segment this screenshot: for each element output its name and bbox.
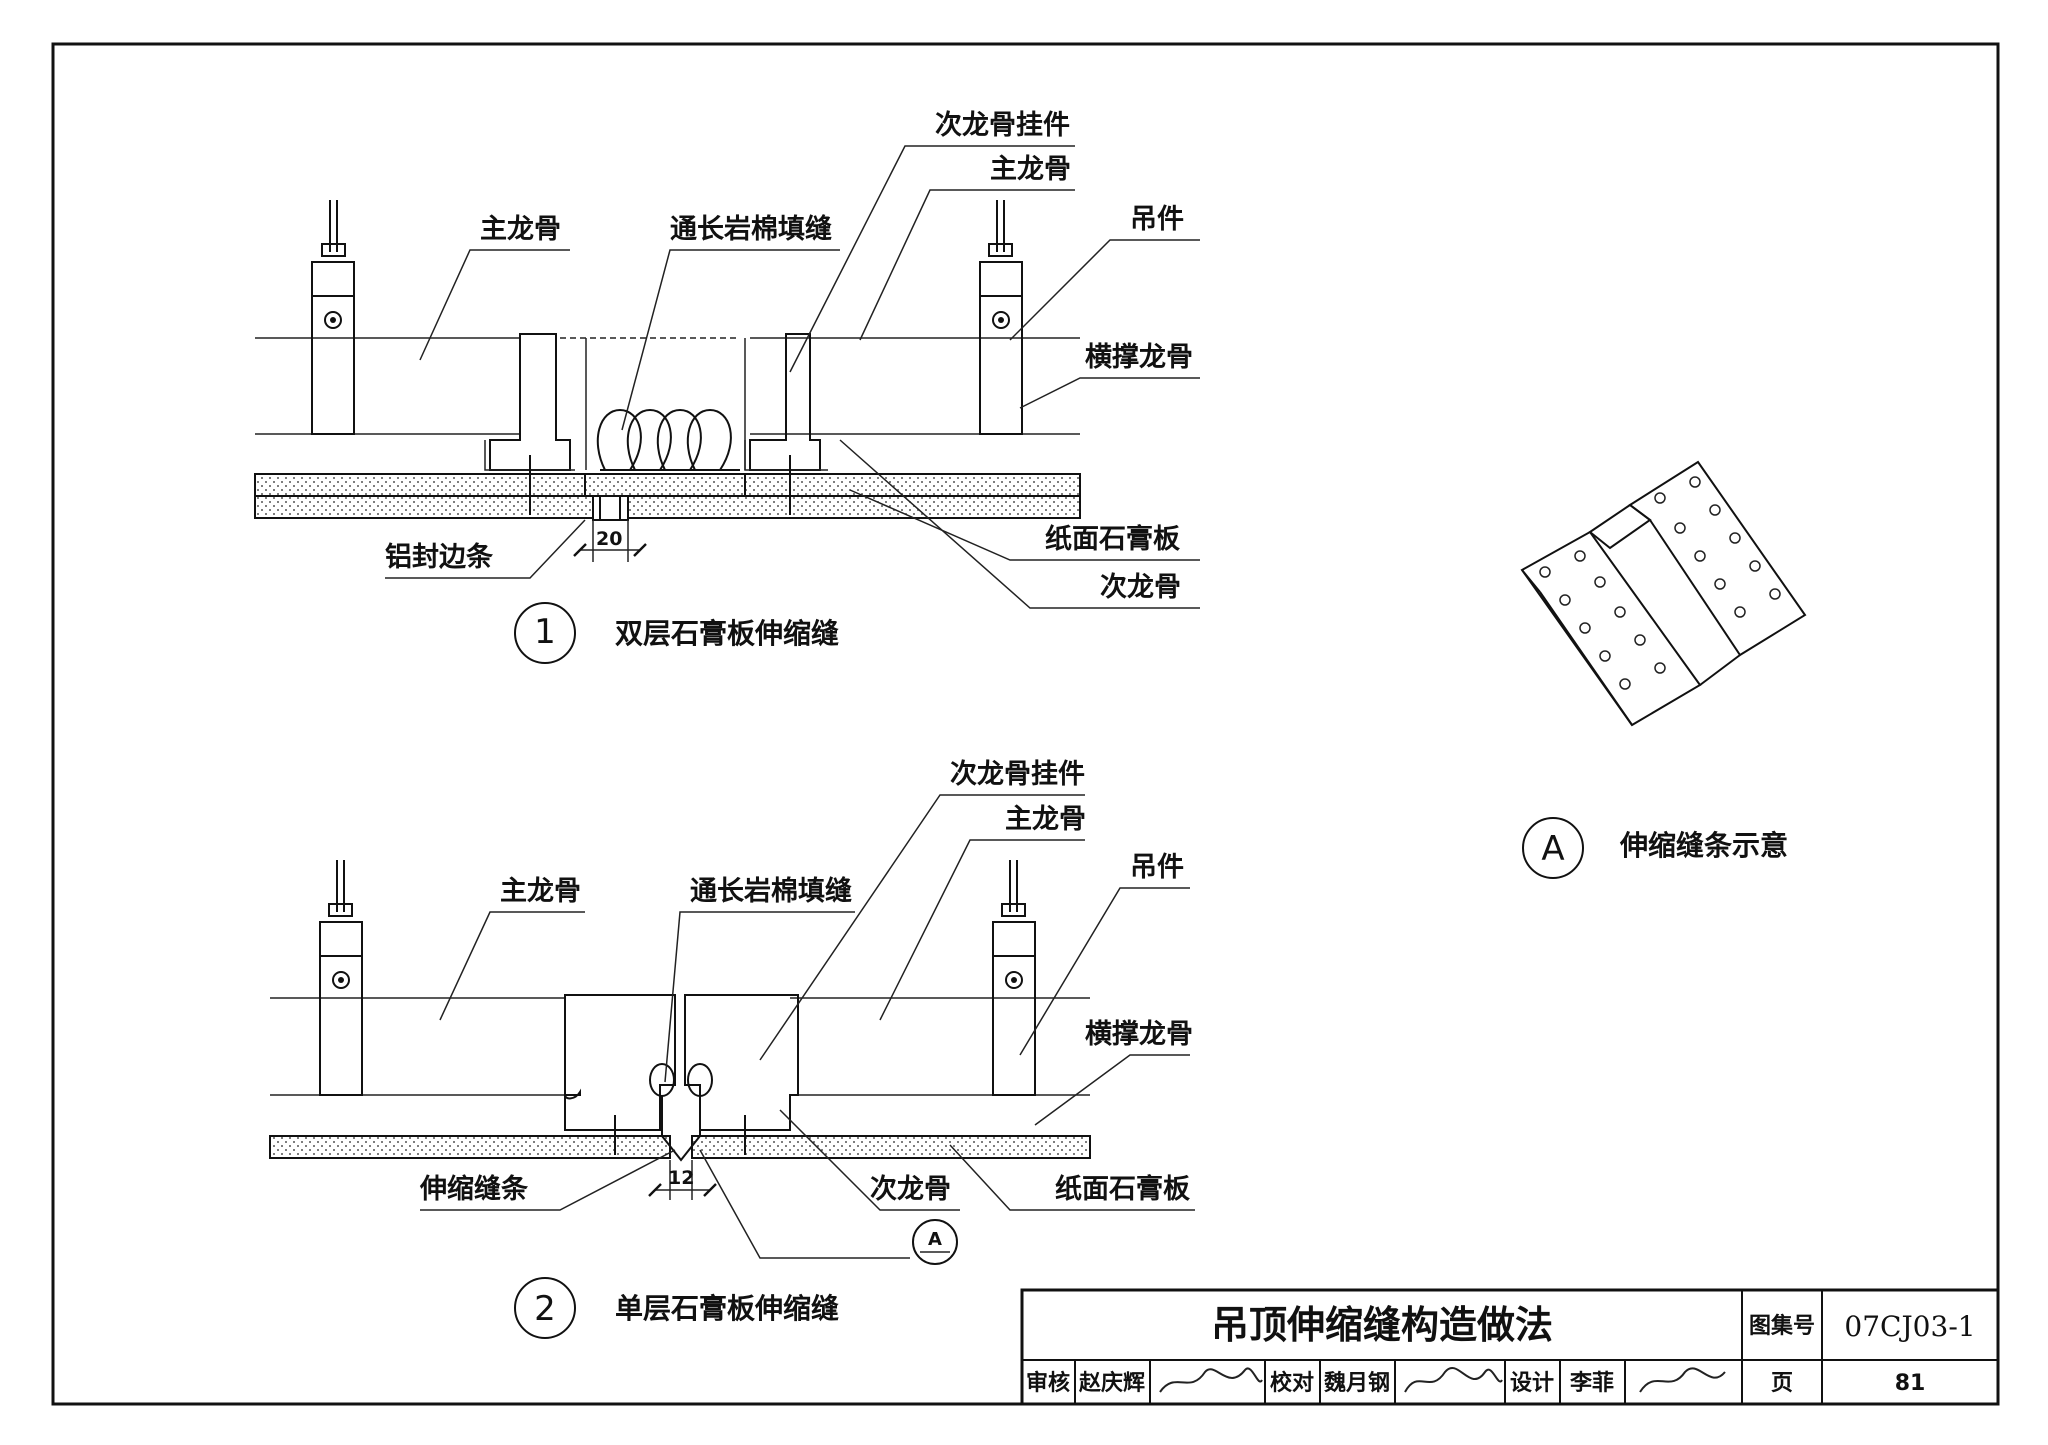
designer-signature: [1639, 1367, 1726, 1393]
detail2-dimension: 12: [668, 1167, 694, 1189]
detail2-label-main-keel-right: 主龙骨: [1005, 804, 1086, 835]
atlas-number-label: 图集号: [1749, 1313, 1815, 1339]
hanger-right: [979, 200, 1023, 435]
page-label: 页: [1771, 1371, 1793, 1396]
reviewer-name: 赵庆辉: [1078, 1370, 1145, 1396]
detail1-label-main-keel-left: 主龙骨: [480, 214, 561, 245]
checker-name: 魏月钢: [1323, 1370, 1390, 1396]
detail2-label-rock-wool: 通长岩棉填缝: [690, 875, 852, 907]
detail-2-leaders: [420, 794, 1195, 1259]
design-label: 设计: [1510, 1371, 1554, 1396]
detail1-label-rock-wool: 通长岩棉填缝: [670, 213, 832, 245]
detail-2-drawing: [269, 860, 1091, 1200]
gypsum-board-right-2: [691, 1135, 1091, 1159]
designer-name: 李菲: [1569, 1371, 1614, 1396]
reviewer-signature: [1159, 1367, 1263, 1393]
detail1-label-hanger: 吊件: [1130, 204, 1184, 235]
detail1-number: 1: [534, 612, 556, 652]
review-label: 审核: [1026, 1370, 1070, 1396]
detail2-callout-letter: A: [928, 1229, 942, 1250]
gypsum-board-left-2: [269, 1135, 671, 1159]
checker-signature: [1404, 1366, 1503, 1393]
hanger-left: [311, 200, 355, 435]
detail2-label-expansion-strip: 伸缩缝条: [419, 1173, 529, 1205]
detail2-label-secondary-hanger: 次龙骨挂件: [950, 759, 1085, 790]
title-block: [1020, 1288, 2000, 1406]
gypsum-board-lower-left: [254, 495, 594, 519]
detail1-label-secondary-keel: 次龙骨: [1100, 572, 1181, 603]
detail1-caption: 双层石膏板伸缩缝: [615, 617, 839, 650]
hanger-left-2: [319, 860, 363, 1096]
detail1-label-cross-keel: 横撑龙骨: [1085, 342, 1193, 373]
detail2-number: 2: [534, 1289, 556, 1329]
hanger-right-2: [992, 860, 1036, 1096]
detailA-letter: A: [1541, 829, 1564, 869]
detail1-label-gypsum-board: 纸面石膏板: [1045, 523, 1180, 555]
detail2-caption: 单层石膏板伸缩缝: [615, 1292, 839, 1325]
detail-1-drawing: [254, 200, 1081, 562]
detail2-label-gypsum-board: 纸面石膏板: [1055, 1173, 1190, 1205]
detail1-number-circle: [514, 602, 576, 664]
detail2-number-circle: [514, 1277, 576, 1339]
detailA-caption: 伸缩缝条示意: [1619, 829, 1788, 862]
detail2-callout-circle: [912, 1219, 958, 1265]
sheet-title: 吊顶伸缩缝构造做法: [1211, 1303, 1553, 1347]
atlas-number: 07CJ03-1: [1844, 1310, 1975, 1343]
expansion-strip-illustration: [1520, 460, 1807, 727]
gypsum-board-upper-right: [744, 473, 1081, 497]
gypsum-board-lower-right: [627, 495, 1081, 519]
page-number: 81: [1895, 1371, 1926, 1396]
detail1-label-aluminum-strip: 铝封边条: [385, 542, 494, 573]
detail1-dimension: 20: [596, 528, 622, 550]
detail1-label-secondary-hanger: 次龙骨挂件: [935, 110, 1070, 141]
detailA-letter-circle: [1522, 817, 1584, 879]
detail2-label-main-keel-left: 主龙骨: [500, 876, 581, 907]
gypsum-board-upper-left: [254, 473, 586, 497]
check-label: 校对: [1270, 1370, 1314, 1396]
detail2-label-cross-keel: 横撑龙骨: [1085, 1019, 1193, 1050]
detail1-label-main-keel-right: 主龙骨: [990, 154, 1071, 185]
rock-wool-fill: [596, 408, 740, 471]
detail-1-leaders: [385, 145, 1200, 609]
detail2-label-hanger: 吊件: [1130, 852, 1184, 883]
detail2-label-secondary-keel: 次龙骨: [870, 1174, 951, 1205]
